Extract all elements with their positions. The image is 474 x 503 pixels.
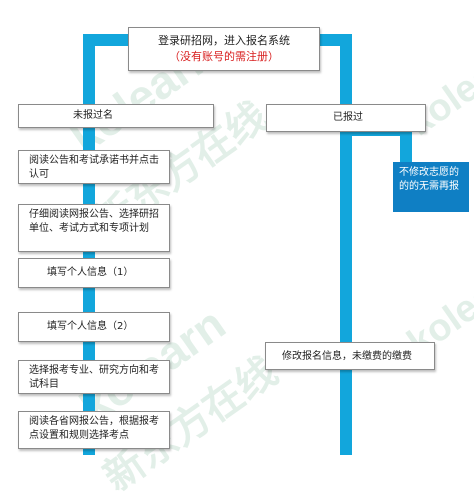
modify-info-label: 修改报名信息，未缴费的缴费: [282, 351, 412, 362]
step-label: 填写个人信息（2）: [47, 321, 134, 332]
step-select-major: 选择报考专业、研究方向和考试科目: [18, 360, 170, 394]
connector-right-trunk: [340, 104, 352, 455]
step-label: 阅读各省网报公告，根据报考点设置和规则选择考点: [29, 416, 159, 441]
no-change-note-text: 不修改志愿的的的无需再报: [399, 167, 459, 192]
register-note: （没有账号的需注册）: [169, 50, 279, 63]
connector-top-right-vertical: [340, 34, 352, 104]
connector-top-left-vertical: [83, 34, 95, 104]
step-label: 选择报考专业、研究方向和考试科目: [29, 365, 159, 390]
step-label: 仔细阅读网报公告、选择研招单位、考试方式和专项计划: [29, 209, 159, 234]
step-select-exam-site: 阅读各省网报公告，根据报考点设置和规则选择考点: [18, 411, 170, 449]
connector-right-branch-vertical: [400, 124, 412, 164]
already-registered-label: 已报过: [333, 112, 363, 123]
no-change-note: 不修改志愿的的的无需再报: [393, 162, 469, 212]
step-label: 填写个人信息（1）: [47, 267, 134, 278]
not-registered-header: 未报过名: [18, 104, 214, 128]
step-read-announcement: 阅读公告和考试承诺书并点击认可: [18, 150, 170, 184]
step-label: 阅读公告和考试承诺书并点击认可: [29, 155, 159, 180]
step-personal-info-2: 填写个人信息（2）: [18, 312, 170, 342]
not-registered-label: 未报过名: [73, 110, 113, 121]
login-register-box: 登录研招网，进入报名系统 （没有账号的需注册）: [128, 27, 320, 71]
already-registered-header: 已报过: [266, 104, 426, 132]
step-select-unit: 仔细阅读网报公告、选择研招单位、考试方式和专项计划: [18, 204, 170, 252]
step-personal-info-1: 填写个人信息（1）: [18, 258, 170, 288]
modify-info-box: 修改报名信息，未缴费的缴费: [265, 342, 435, 370]
login-title: 登录研招网，进入报名系统: [158, 34, 290, 47]
